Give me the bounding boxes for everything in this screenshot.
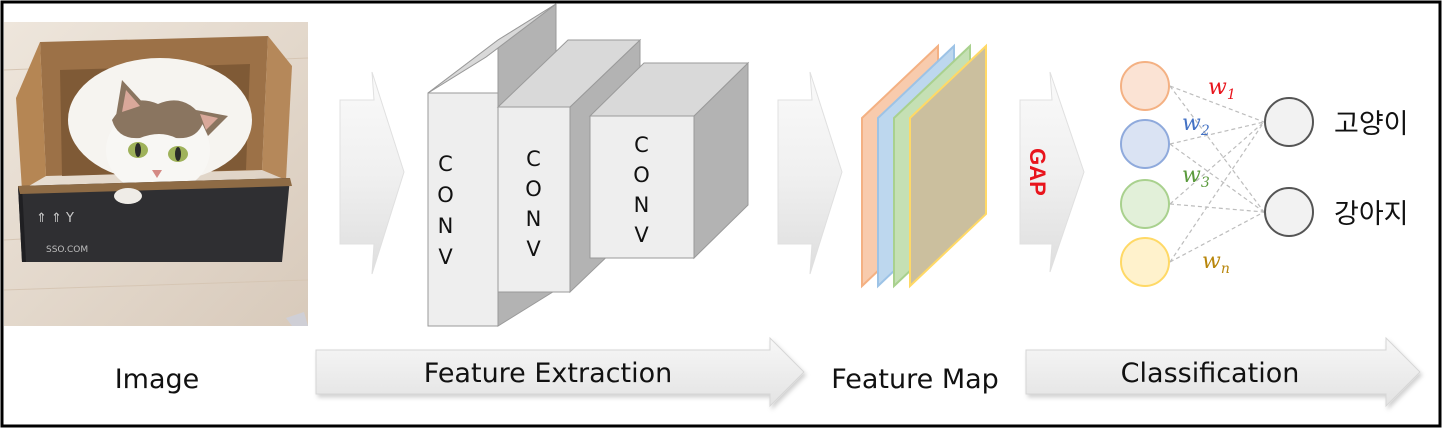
feature-map-stack (861, 43, 987, 289)
network-connections (1169, 85, 1265, 263)
svg-text:⇑ ⇑ Y: ⇑ ⇑ Y (36, 211, 74, 226)
conv-stack: C O N V C O N V C O N V (427, 3, 750, 327)
label-feature-extraction: Feature Extraction (424, 358, 672, 389)
weight-3: w3 (1182, 163, 1210, 191)
label-classification: Classification (1121, 358, 1300, 389)
conv-1-letter-3: N (438, 214, 455, 238)
label-feature-map: Feature Map (831, 364, 999, 395)
conv-1-letter-2: O (437, 183, 455, 207)
class-label-cat: 고양이 (1334, 109, 1409, 140)
conv-1-letter-1: C (438, 152, 454, 176)
conv-1-letter-4: V (438, 245, 453, 269)
output-node-cat (1264, 97, 1314, 147)
gap-arrow (1019, 71, 1085, 273)
weight-2: w2 (1182, 111, 1210, 139)
weight-1: w1 (1208, 75, 1236, 103)
gap-label: GAP (1025, 148, 1050, 196)
svg-text:SSO.COM: SSO.COM (46, 245, 88, 255)
conv-3-letter-4: V (634, 223, 649, 247)
label-image: Image (115, 364, 200, 395)
output-node-dog (1264, 187, 1314, 237)
input-cat-image: ⇑ ⇑ Y SSO.COM (3, 22, 309, 326)
class-label-dog: 강아지 (1334, 199, 1409, 230)
arrow-image-to-conv (339, 71, 405, 275)
conv-2-letter-2: O (525, 177, 543, 201)
feature-map-layer-4 (909, 43, 987, 289)
input-node-2 (1120, 119, 1170, 169)
conv-2-letter-4: V (526, 237, 541, 261)
conv-3-letter-3: N (634, 193, 651, 217)
classification-arrow (1025, 336, 1421, 408)
feature-extraction-arrow (315, 336, 805, 408)
conv-block-3 (588, 61, 750, 260)
classifier-network: w1 w2 w3 wn 고양이 강아지 (1120, 61, 1409, 287)
arrow-conv-to-featuremap (777, 71, 843, 275)
input-node-4 (1120, 237, 1170, 287)
conv-2-letter-1: C (526, 147, 542, 171)
conv-2-letter-3: N (526, 207, 543, 231)
conv-3-letter-1: C (634, 133, 650, 157)
input-node-3 (1120, 179, 1170, 229)
input-node-1 (1120, 61, 1170, 111)
weight-n: wn (1202, 249, 1230, 277)
conv-3-letter-2: O (633, 163, 651, 187)
